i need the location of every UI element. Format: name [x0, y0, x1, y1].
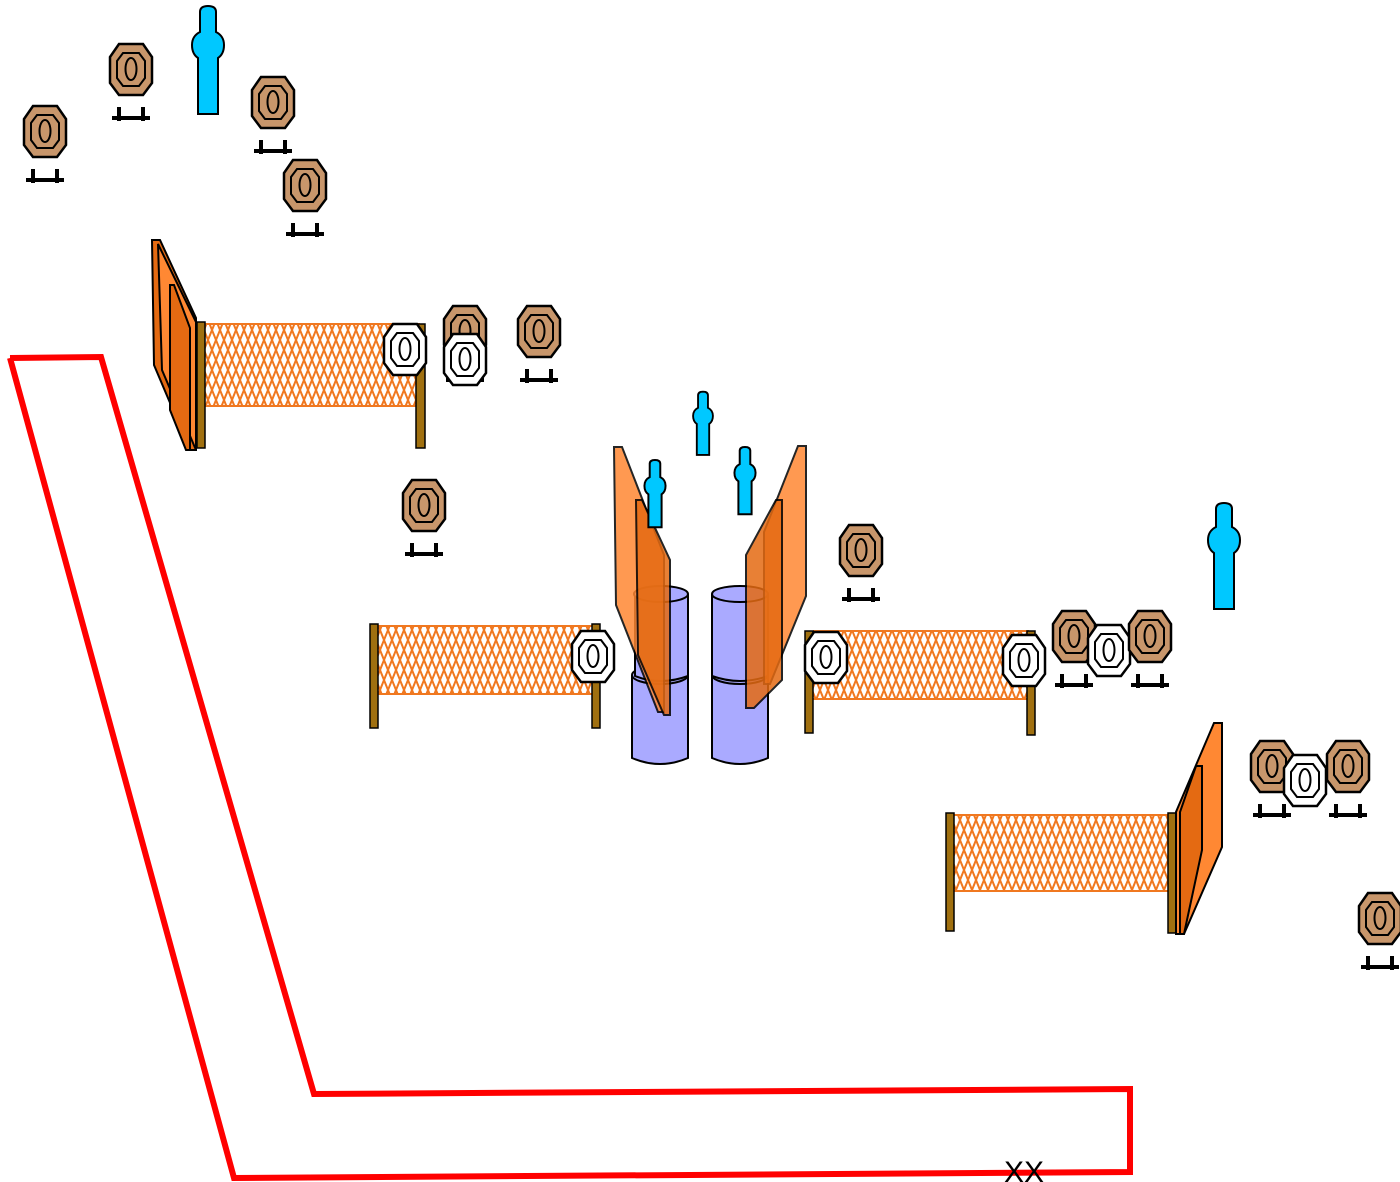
white-paper-target	[1086, 623, 1132, 678]
no-shoot-target	[190, 4, 226, 115]
mesh-fence	[945, 812, 1177, 934]
white-paper-target	[382, 322, 428, 377]
no-shoot-target	[1206, 501, 1242, 610]
vision-barrier-wall	[150, 239, 197, 451]
vision-barrier-wall	[612, 446, 671, 716]
paper-target	[838, 523, 884, 604]
paper-target	[1127, 609, 1173, 690]
white-paper-target	[570, 629, 616, 684]
paper-target	[250, 75, 296, 156]
mesh-fence	[369, 623, 601, 729]
start-position-label: XX	[1004, 1156, 1044, 1182]
paper-target	[401, 478, 447, 559]
no-shoot-target	[643, 458, 667, 529]
white-paper-target	[803, 630, 849, 685]
vision-barrier-wall	[745, 445, 807, 709]
white-paper-target	[1282, 753, 1328, 808]
white-paper-target	[1001, 633, 1047, 688]
paper-target	[1325, 739, 1371, 820]
mesh-fence	[804, 630, 1036, 736]
paper-target	[22, 104, 68, 185]
white-paper-target	[442, 332, 488, 387]
no-shoot-target	[692, 390, 714, 456]
shooting-area-outline	[7, 353, 1133, 1182]
paper-target	[1357, 891, 1400, 972]
paper-target	[282, 158, 328, 239]
paper-target	[108, 42, 154, 123]
vision-barrier-wall	[1175, 722, 1223, 935]
no-shoot-target	[733, 445, 757, 516]
paper-target	[516, 304, 562, 385]
